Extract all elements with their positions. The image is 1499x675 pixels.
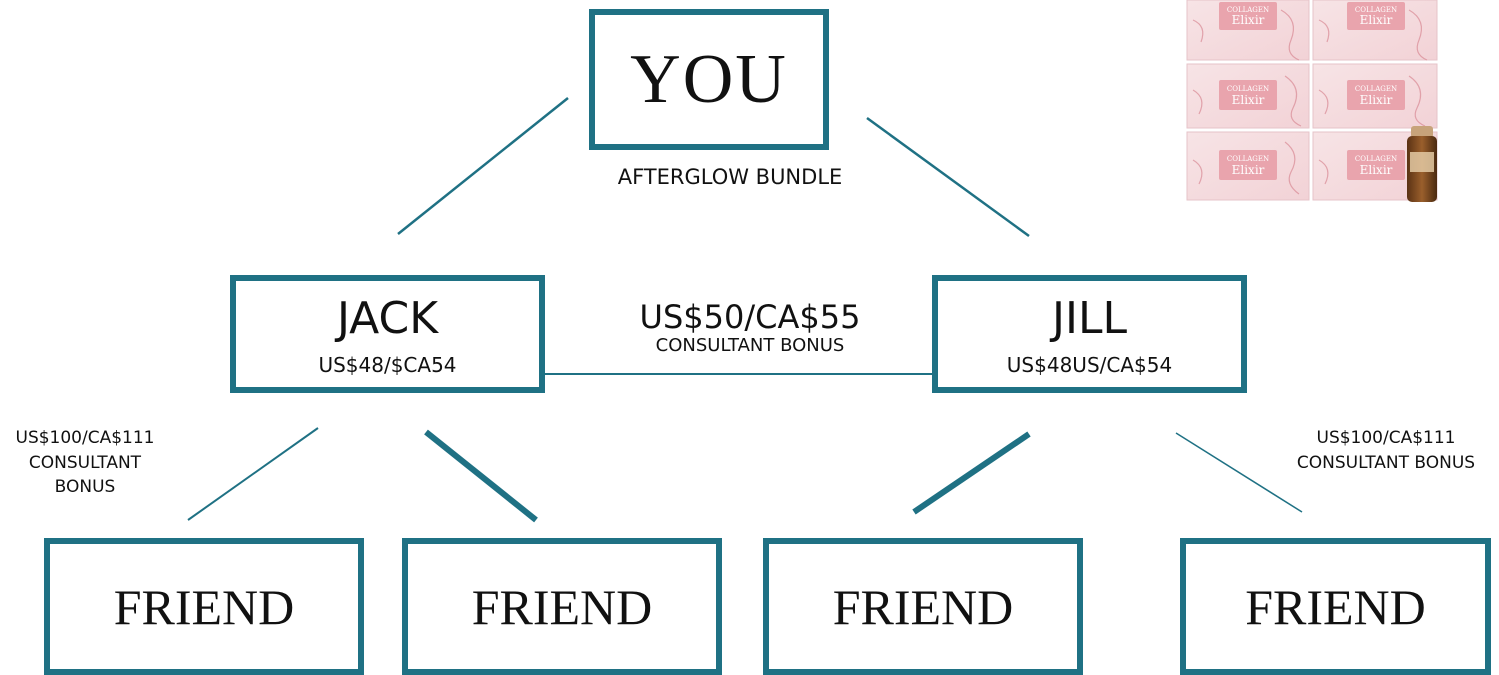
connector-jill-friend3 bbox=[912, 431, 1031, 515]
product-brand-large-1: Elixir bbox=[1232, 13, 1265, 27]
product-brand-small-4: COLLAGEN bbox=[1355, 85, 1397, 93]
friend-box-3: FRIEND bbox=[763, 538, 1083, 675]
connector-jack-friend2 bbox=[424, 429, 538, 523]
jack-box: JACK US$48/$CA54 bbox=[230, 275, 545, 393]
you-label: YOU bbox=[630, 40, 788, 118]
product-brand-small-2: COLLAGEN bbox=[1355, 6, 1397, 14]
jill-box: JILL US$48US/CA$54 bbox=[932, 275, 1247, 393]
connector-you-jack bbox=[397, 97, 569, 235]
right-bonus-label: CONSULTANT BONUS bbox=[1296, 452, 1476, 473]
product-image: COLLAGEN Elixir COLLAGEN Elixir COLLAGEN… bbox=[1185, 0, 1441, 204]
friend-box-4: FRIEND bbox=[1180, 538, 1491, 675]
right-bonus: US$100/CA$111 CONSULTANT BONUS bbox=[1278, 426, 1494, 475]
left-bonus: US$100/CA$111 CONSULTANT BONUS bbox=[0, 426, 170, 500]
left-bonus-line2: BONUS bbox=[54, 477, 116, 498]
product-brand-large-6: Elixir bbox=[1360, 163, 1393, 177]
you-box: YOU bbox=[589, 9, 829, 150]
product-brand-large-2: Elixir bbox=[1360, 13, 1393, 27]
product-brand-small-1: COLLAGEN bbox=[1227, 6, 1269, 14]
friend-label-2: FRIEND bbox=[471, 578, 653, 635]
collagen-elixir-product-image: COLLAGEN Elixir COLLAGEN Elixir COLLAGEN… bbox=[1186, 0, 1438, 202]
afterglow-bundle-label: AFTERGLOW BUNDLE bbox=[617, 165, 843, 189]
jack-amount: US$48/$CA54 bbox=[318, 353, 457, 377]
connector-jill-friend4 bbox=[1175, 432, 1303, 513]
right-bonus-amount: US$100/CA$111 bbox=[1316, 428, 1456, 448]
friend-box-2: FRIEND bbox=[402, 538, 722, 675]
friend-box-1: FRIEND bbox=[44, 538, 364, 675]
product-brand-small-6: COLLAGEN bbox=[1355, 155, 1397, 163]
jill-amount: US$48US/CA$54 bbox=[1006, 353, 1173, 377]
friend-label-3: FRIEND bbox=[832, 578, 1014, 635]
product-brand-small-3: COLLAGEN bbox=[1227, 85, 1269, 93]
jack-label: JACK bbox=[336, 293, 439, 344]
product-brand-large-5: Elixir bbox=[1232, 163, 1265, 177]
center-bonus-label: CONSULTANT BONUS bbox=[655, 335, 845, 357]
friend-label-4: FRIEND bbox=[1245, 578, 1426, 635]
connector-jack-friend1 bbox=[187, 427, 319, 521]
connector-you-jill bbox=[866, 116, 1030, 238]
jill-label: JILL bbox=[1052, 293, 1127, 344]
product-brand-large-4: Elixir bbox=[1360, 93, 1393, 107]
left-bonus-line1: CONSULTANT bbox=[28, 452, 142, 473]
center-bonus-amount: US$50/CA$55 bbox=[639, 298, 861, 336]
friend-label-1: FRIEND bbox=[113, 578, 295, 635]
product-brand-large-3: Elixir bbox=[1232, 93, 1265, 107]
center-bonus: US$50/CA$55 CONSULTANT BONUS bbox=[600, 298, 900, 357]
product-brand-small-5: COLLAGEN bbox=[1227, 155, 1269, 163]
left-bonus-amount: US$100/CA$111 bbox=[15, 428, 155, 448]
